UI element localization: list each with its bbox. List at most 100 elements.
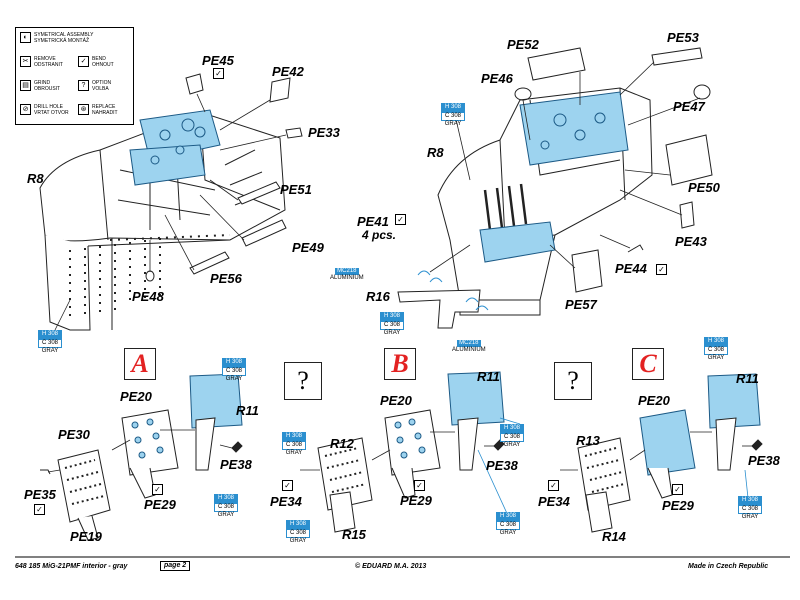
- legend-text: NAHRADIT: [92, 110, 118, 116]
- option-question-box: ?: [284, 362, 322, 400]
- pe57-part: [571, 249, 603, 293]
- legend-text: DRILL HOLE: [34, 104, 63, 110]
- replace-icon: ⊛: [78, 104, 89, 115]
- part-label-c-pe20: PE20: [638, 393, 670, 408]
- variant-c-leaders: [560, 431, 752, 499]
- part-label-a-pe20: PE20: [120, 389, 152, 404]
- variant-c-box: C: [632, 348, 664, 380]
- pe45-part: [185, 73, 204, 95]
- legend-text: VRTAT OTVOR: [34, 110, 69, 116]
- legend-text: ODSTRANIT: [34, 62, 63, 68]
- legend-text: OBROUSIT: [34, 86, 61, 92]
- part-label-r16: R16: [366, 289, 390, 304]
- variant-b-leaders: [300, 417, 521, 521]
- option-icon: ?: [78, 80, 89, 91]
- bend-icon: ✓: [548, 480, 559, 491]
- pe41-quantity: 4 pcs.: [362, 228, 397, 242]
- bend-icon: ✓: [282, 480, 293, 491]
- pe49-part: [241, 219, 287, 247]
- pe47-part: [693, 84, 711, 100]
- drill-hole-icon: ⊘: [20, 104, 31, 115]
- legend-text: GRIND: [34, 80, 51, 86]
- right-frame-ribs: [483, 183, 528, 231]
- part-label-c-pe38: PE38: [748, 453, 780, 468]
- part-label-b-pe34: PE34: [270, 494, 302, 509]
- part-label-a-pe19: PE19: [70, 529, 102, 544]
- bend-icon: ✓: [34, 504, 45, 515]
- rivet-rows: [69, 234, 231, 320]
- variant-c-drawing: [577, 373, 763, 533]
- pe42-part: [269, 77, 291, 103]
- leader-lines-left: [54, 93, 287, 331]
- left-panel-parts: [129, 109, 221, 186]
- bend-icon: ✓: [672, 484, 683, 495]
- pe51-part: [237, 181, 281, 205]
- bend-icon: ✓: [414, 480, 425, 491]
- pe48-part: [145, 270, 155, 282]
- part-label-b-r12: R12: [330, 436, 354, 451]
- part-label-pe53: PE53: [667, 30, 699, 45]
- pe44-part: [627, 244, 644, 253]
- legend-text: OHNOUT: [92, 62, 114, 68]
- part-label-a-pe38: PE38: [220, 457, 252, 472]
- legend-text: SYMETRICAL ASSEMBLY: [34, 32, 94, 38]
- bend-icon: ✓: [395, 214, 406, 225]
- legend-text: OPTION: [92, 80, 112, 86]
- part-label-b-r15: R15: [342, 527, 366, 542]
- pe50-part: [665, 134, 713, 186]
- variant-b-box: B: [384, 348, 416, 380]
- footer-copyright: © EDUARD M.A. 2013: [355, 563, 427, 570]
- part-label-r8-right: R8: [427, 145, 444, 160]
- grind-icon: ▤: [20, 80, 31, 91]
- variant-a-leaders: [47, 429, 233, 473]
- part-label-a-pe29: PE29: [144, 497, 176, 512]
- part-label-pe41: PE41: [357, 214, 389, 229]
- part-label-pe48: PE48: [132, 289, 164, 304]
- part-label-b-pe29: PE29: [400, 493, 432, 508]
- pe53-part: [651, 47, 703, 66]
- part-label-b-r11: R11: [477, 369, 500, 384]
- part-label-pe46: PE46: [481, 71, 513, 86]
- part-label-pe33: PE33: [308, 125, 340, 140]
- footer-origin: Made in Czech Republic: [688, 563, 769, 570]
- part-label-a-pe35: PE35: [24, 487, 56, 502]
- r16-part: [397, 289, 481, 329]
- pe52-part: [527, 47, 586, 81]
- part-label-c-r14: R14: [602, 529, 626, 544]
- part-label-pe52: PE52: [507, 37, 539, 52]
- remove-icon: ✂: [20, 56, 31, 67]
- bend-icon: ✓: [213, 68, 224, 79]
- part-label-pe57: PE57: [565, 297, 597, 312]
- part-label-pe44: PE44: [615, 261, 647, 276]
- bend-icon: ✓: [152, 484, 163, 495]
- variant-b-drawing: [317, 371, 505, 533]
- part-label-pe43: PE43: [675, 234, 707, 249]
- part-label-pe51: PE51: [280, 182, 312, 197]
- part-label-c-pe29: PE29: [662, 498, 694, 513]
- part-label-a-r11: R11: [236, 403, 259, 418]
- part-label-c-r13: R13: [576, 433, 600, 448]
- legend-text: SYMETRICKÁ MONTÁŽ: [34, 38, 90, 44]
- part-label-c-pe34: PE34: [538, 494, 570, 509]
- legend-text: REPLACE: [92, 104, 116, 110]
- pe56-part: [189, 251, 230, 275]
